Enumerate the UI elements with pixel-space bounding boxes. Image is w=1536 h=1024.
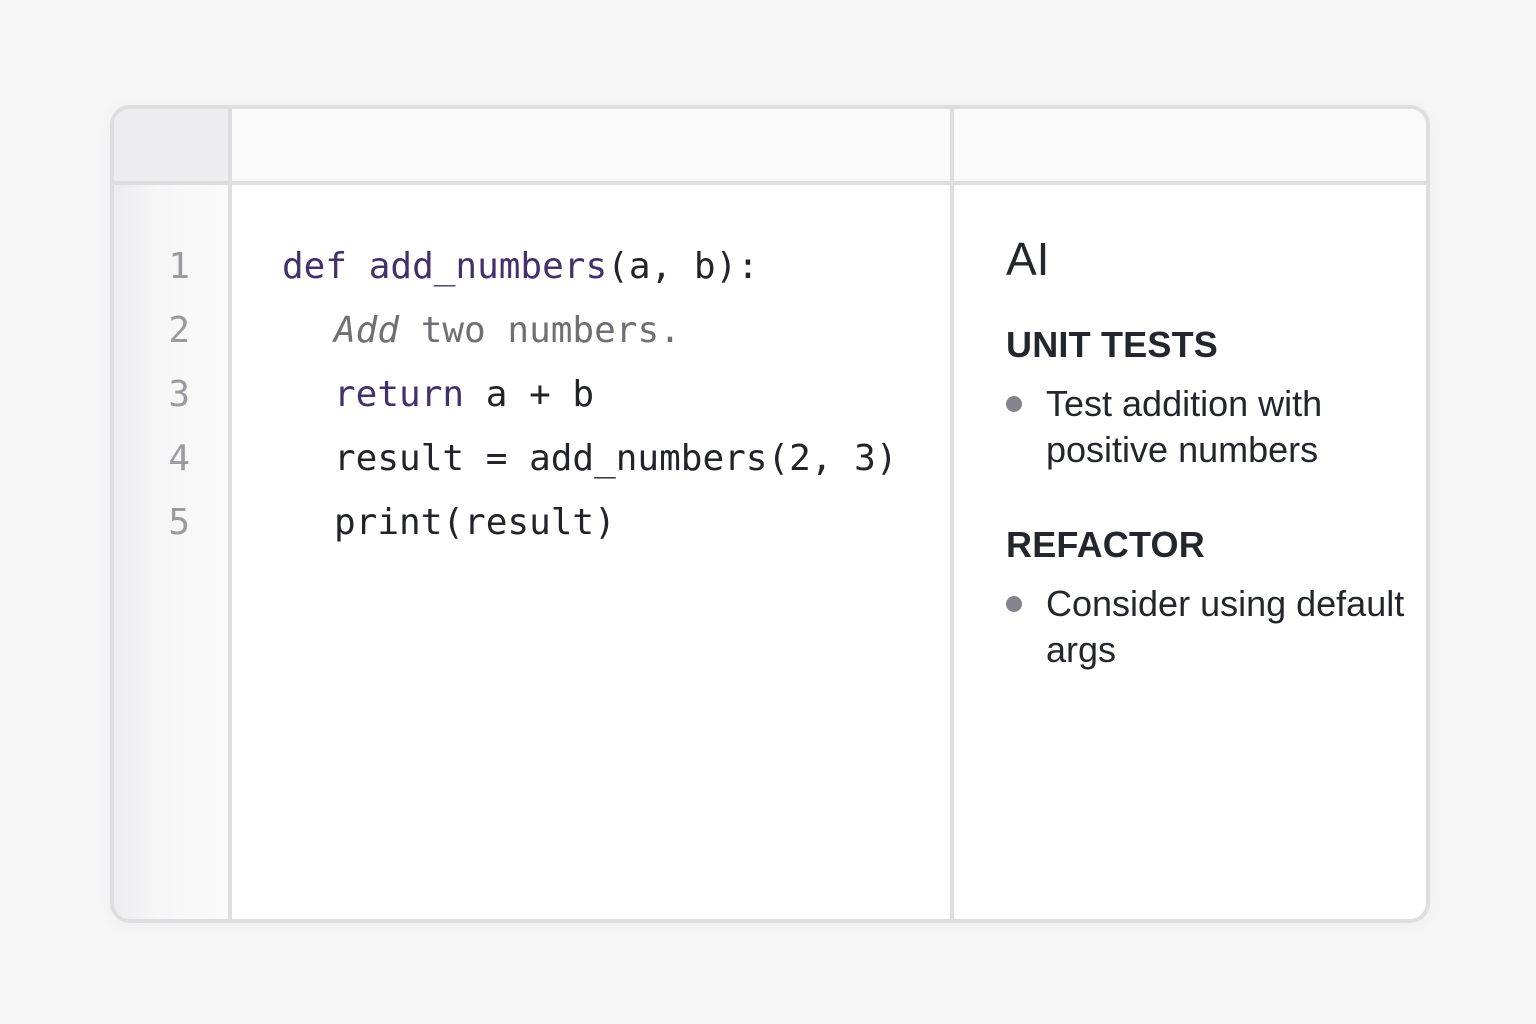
suggestion-item[interactable]: Test addition with positive numbers — [1006, 381, 1406, 473]
code-line[interactable]: result = add_numbers(2, 3) — [282, 427, 898, 491]
function-name-token: add_numbers — [368, 246, 608, 287]
header-row — [114, 109, 1426, 185]
panel-divider[interactable] — [950, 109, 954, 919]
code-token: print(result) — [334, 502, 616, 543]
code-token: result = add_numbers(2, 3) — [334, 438, 898, 479]
header-gutter — [114, 109, 228, 181]
unit-tests-heading: UNIT TESTS — [1006, 324, 1219, 365]
code-editor[interactable]: def add_numbers(a, b): Add two numbers. … — [282, 235, 898, 555]
bullet-icon — [1006, 396, 1022, 412]
line-number: 5 — [168, 502, 190, 543]
bullet-icon — [1006, 596, 1022, 612]
line-number: 4 — [168, 438, 190, 479]
code-token: (a, b): — [607, 246, 759, 287]
line-number: 3 — [168, 374, 190, 415]
keyword-token: return — [334, 374, 465, 415]
docstring-token: two numbers. — [399, 310, 681, 351]
line-number: 2 — [168, 310, 190, 351]
docstring-token: Add — [334, 310, 400, 351]
line-number-gutter — [114, 109, 232, 919]
code-token: a + b — [464, 374, 595, 415]
editor-header — [232, 109, 950, 181]
line-number: 1 — [168, 246, 190, 287]
ai-panel-title: AI — [1006, 233, 1050, 285]
keyword-token: def — [282, 246, 348, 287]
suggestion-item[interactable]: Consider using default args — [1006, 581, 1406, 673]
ai-panel: AI UNIT TESTS Test addition with positiv… — [1006, 231, 1406, 723]
code-line[interactable]: Add two numbers. — [282, 299, 898, 363]
refactor-heading: REFACTOR — [1006, 524, 1205, 565]
suggestion-text: Consider using default args — [1046, 583, 1405, 670]
code-line[interactable]: def add_numbers(a, b): — [282, 235, 898, 299]
code-line[interactable]: return a + b — [282, 363, 898, 427]
code-line[interactable]: print(result) — [282, 491, 898, 555]
line-numbers: 1 2 3 4 5 — [114, 235, 228, 555]
editor-window: 1 2 3 4 5 def add_numbers(a, b): Add two… — [110, 105, 1430, 923]
suggestion-text: Test addition with positive numbers — [1046, 383, 1323, 470]
ai-panel-header — [954, 109, 1426, 181]
